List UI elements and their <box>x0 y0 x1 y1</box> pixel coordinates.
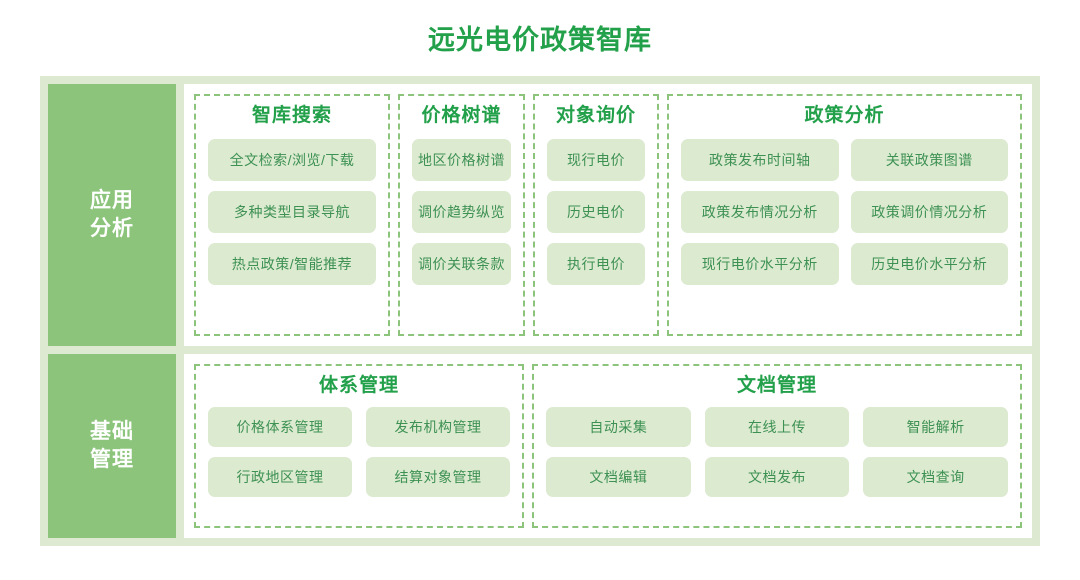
panel-application-analysis: 智库搜索 全文检索/浏览/下载 多种类型目录导航 热点政策/智能推荐 价格树谱 … <box>184 84 1032 346</box>
group-items-system-management: 价格体系管理 发布机构管理 行政地区管理 结算对象管理 <box>208 406 510 514</box>
band-basic-management: 基础 管理 体系管理 价格体系管理 发布机构管理 行政地区管理 结算对象管理 <box>48 354 1032 538</box>
chip-item[interactable]: 历史电价水平分析 <box>850 242 1008 285</box>
chip-item[interactable]: 政策调价情况分析 <box>850 190 1008 233</box>
sidebar-label-line1: 应用 <box>90 188 134 212</box>
sidebar-label-line1: 基础 <box>90 419 134 443</box>
group-title-object-price-query: 对象询价 <box>555 105 636 126</box>
group-title-policy-analysis: 政策分析 <box>804 105 885 126</box>
page-title: 远光电价政策智库 <box>428 25 652 55</box>
chip-item[interactable]: 多种类型目录导航 <box>208 190 376 233</box>
band-application-analysis: 应用 分析 智库搜索 全文检索/浏览/下载 多种类型目录导航 热点政策/智能推荐 <box>48 84 1032 346</box>
chip-item[interactable]: 政策发布时间轴 <box>681 138 839 181</box>
chip-item[interactable]: 调价关联条款 <box>412 242 511 285</box>
chip-item[interactable]: 文档编辑 <box>546 456 691 497</box>
sidebar-basic-management[interactable]: 基础 管理 <box>48 354 176 538</box>
group-items-price-tree: 地区价格树谱 调价趋势纵览 调价关联条款 <box>412 138 511 322</box>
group-items-object-price-query: 现行电价 历史电价 执行电价 <box>547 138 645 322</box>
group-title-document-management: 文档管理 <box>736 375 817 396</box>
chip-item[interactable]: 文档发布 <box>704 456 850 497</box>
sidebar-label-line2: 管理 <box>90 448 134 471</box>
chip-item[interactable]: 政策发布情况分析 <box>681 190 839 233</box>
chip-item[interactable]: 自动采集 <box>546 406 691 447</box>
chip-item[interactable]: 热点政策/智能推荐 <box>208 242 376 285</box>
group-items-policy-analysis: 政策发布时间轴 关联政策图谱 政策发布情况分析 政策调价情况分析 现行电价水平分… <box>681 138 1008 322</box>
group-policy-analysis: 政策分析 政策发布时间轴 关联政策图谱 政策发布情况分析 政策调价情况分析 现行… <box>667 94 1022 336</box>
chip-item[interactable]: 文档查询 <box>863 456 1008 497</box>
sidebar-label-wrapper: 基础 管理 <box>90 418 134 475</box>
chip-item[interactable]: 调价趋势纵览 <box>412 190 511 233</box>
group-items-document-management: 自动采集 在线上传 智能解析 文档编辑 文档发布 文档查询 <box>546 406 1008 514</box>
group-price-tree: 价格树谱 地区价格树谱 调价趋势纵览 调价关联条款 <box>398 94 525 336</box>
group-title-system-management: 体系管理 <box>318 375 399 396</box>
chip-item[interactable]: 执行电价 <box>547 242 645 285</box>
sidebar-application-analysis[interactable]: 应用 分析 <box>48 84 176 346</box>
chip-item[interactable]: 价格体系管理 <box>208 406 352 447</box>
chip-item[interactable]: 智能解析 <box>863 406 1008 447</box>
chip-item[interactable]: 行政地区管理 <box>208 456 352 497</box>
chip-item[interactable]: 地区价格树谱 <box>412 138 511 181</box>
chip-item[interactable]: 全文检索/浏览/下载 <box>208 138 376 181</box>
chip-item[interactable]: 关联政策图谱 <box>850 138 1008 181</box>
architecture-frame: 应用 分析 智库搜索 全文检索/浏览/下载 多种类型目录导航 热点政策/智能推荐 <box>40 76 1040 546</box>
group-document-management: 文档管理 自动采集 在线上传 智能解析 文档编辑 文档发布 文档查询 <box>532 364 1022 528</box>
panel-basic-management: 体系管理 价格体系管理 发布机构管理 行政地区管理 结算对象管理 文档管理 自动… <box>184 354 1032 538</box>
chip-item[interactable]: 结算对象管理 <box>366 456 510 497</box>
group-think-tank-search: 智库搜索 全文检索/浏览/下载 多种类型目录导航 热点政策/智能推荐 <box>194 94 390 336</box>
chip-item[interactable]: 现行电价 <box>547 138 645 181</box>
chip-item[interactable]: 历史电价 <box>547 190 645 233</box>
sidebar-label-wrapper: 应用 分析 <box>90 187 134 244</box>
chip-item[interactable]: 现行电价水平分析 <box>681 242 839 285</box>
group-object-price-query: 对象询价 现行电价 历史电价 执行电价 <box>533 94 659 336</box>
group-title-think-tank-search: 智库搜索 <box>251 105 332 126</box>
chip-item[interactable]: 发布机构管理 <box>366 406 510 447</box>
group-system-management: 体系管理 价格体系管理 发布机构管理 行政地区管理 结算对象管理 <box>194 364 524 528</box>
chip-item[interactable]: 在线上传 <box>704 406 850 447</box>
sidebar-label-line2: 分析 <box>90 217 134 240</box>
group-title-price-tree: 价格树谱 <box>421 105 502 126</box>
group-items-think-tank-search: 全文检索/浏览/下载 多种类型目录导航 热点政策/智能推荐 <box>208 138 376 322</box>
